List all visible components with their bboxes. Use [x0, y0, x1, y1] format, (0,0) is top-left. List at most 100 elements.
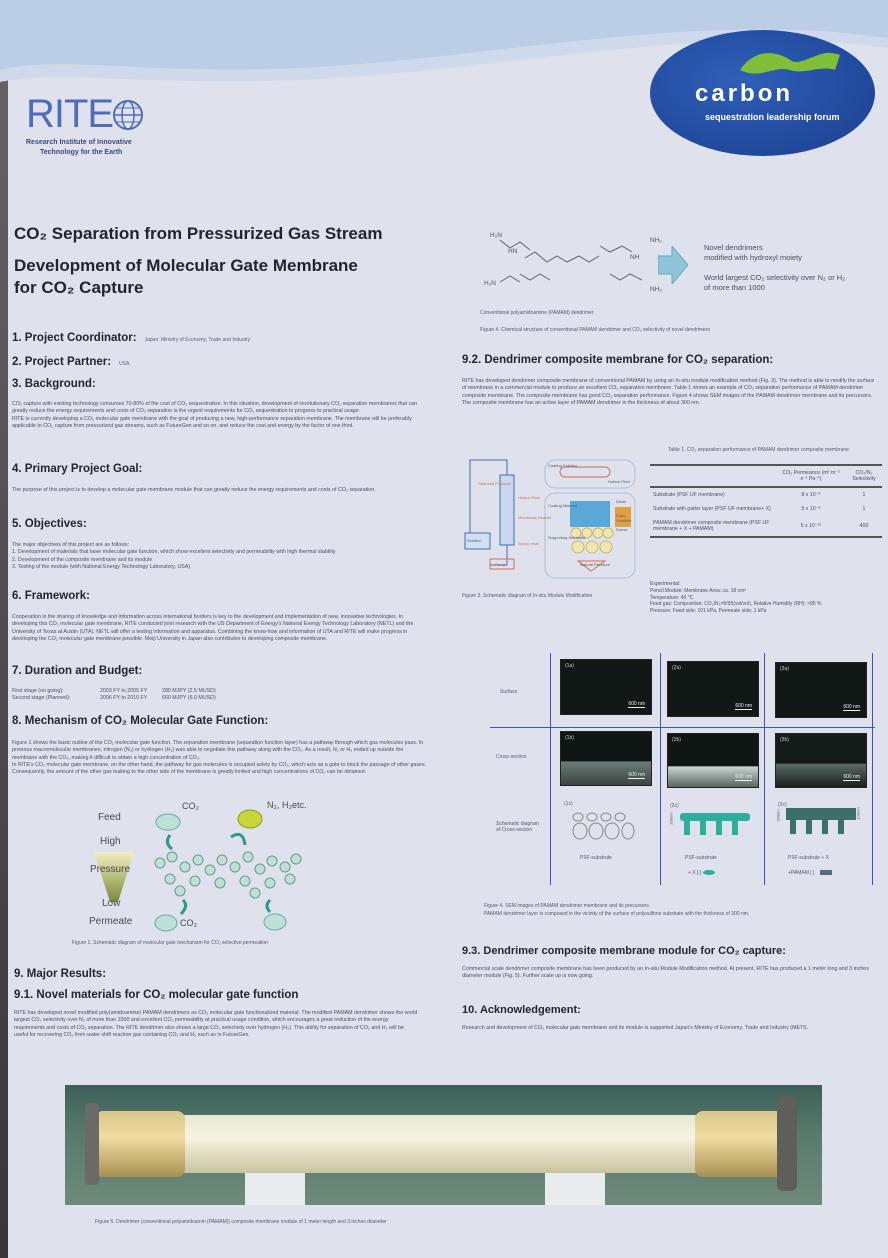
pressure-label: Pressure — [90, 864, 131, 875]
fig3-label: Dilute — [616, 499, 627, 504]
tube-end-cap — [95, 1111, 185, 1177]
section-heading: 9.3. Dendrimer composite membrane module… — [462, 945, 786, 957]
table-1: CO₂ Permeance (m³ m⁻² s⁻¹ Pa⁻¹)CO₂/N₂ Se… — [650, 464, 882, 538]
legend-x: + X [ ] — [688, 870, 702, 876]
table-row: PAMAM dendrimer composite membrane (PSF … — [650, 516, 882, 537]
panel-label: (1c) — [564, 801, 573, 807]
chem-label: NH — [630, 254, 640, 261]
section-heading: 2. Project Partner: — [12, 356, 112, 368]
panel-label: (3a) — [780, 666, 789, 672]
section-heading: 7. Duration and Budget: — [12, 665, 143, 677]
scale-bar: 600 nm — [628, 701, 645, 708]
membrane-tube — [95, 1115, 785, 1173]
section-heading: 9. Major Results: — [14, 968, 107, 980]
experimental-notes: Experimental: Pencil Module: Membrane Ar… — [650, 581, 821, 615]
globe-icon — [113, 99, 144, 130]
column-label: PSF-substrate — [685, 855, 717, 861]
framework-body: Cooperation in the sharing of knowledge … — [12, 614, 414, 642]
figure-4-caption-2: PAMAM dendrimer layer is composed in the… — [484, 911, 750, 917]
membrane-diagram — [154, 809, 302, 932]
figure-4-caption: Figure 4. SEM images of PAMAM dendrimer … — [484, 903, 651, 909]
stage: Second stage (Planned): — [12, 695, 71, 702]
world-line: of more than 1000 — [704, 283, 765, 292]
panel-label: (2a) — [672, 665, 681, 671]
chemical-structure-drawing — [499, 239, 643, 283]
acknowledgement-body: Research and development of CO₂ molecula… — [462, 1025, 808, 1031]
rite-logo-text: RITE — [26, 92, 114, 136]
sem-image-2b: (2b)600 nm — [667, 733, 759, 788]
note: Experimental: — [650, 581, 681, 587]
project-coordinator: 1. Project Coordinator:Japan: Ministry o… — [12, 332, 250, 344]
table-row: Substrate with gatter layer (PSF UF memb… — [650, 502, 882, 516]
mechanism-body: Figure 1 shows the basic outline of the … — [12, 740, 427, 776]
budget: 280 MJPY (2.5 MUSD) — [162, 688, 216, 694]
chem-label: HN — [508, 248, 518, 255]
figure-1-mechanism: Feed High Pressure Low Permeate CO₂ N₂, … — [80, 800, 320, 935]
title-line-1: CO₂ Separation from Pressurized Gas Stre… — [14, 224, 383, 243]
cslf-logo-main: carbon — [695, 80, 794, 107]
note: Pressure: Feed side; 101 kPa, Permeate s… — [650, 608, 767, 615]
stage: First stage (on going): — [12, 688, 64, 694]
dimension-label: 100nm — [855, 807, 861, 820]
novel-materials-body: RITE has developed novel modified poly(a… — [14, 1010, 418, 1038]
figure-3-caption: Figure 3. Schematic diagram of In-situ M… — [462, 593, 593, 599]
cell: 5 x 10⁻¹⁰ — [800, 523, 822, 529]
section-heading: 9.1. Novel materials for CO₂ molecular g… — [14, 989, 299, 1001]
row-label: Schematic diagram of Cross-section — [496, 821, 539, 833]
fig3-label: Conc. Gradient — [616, 513, 632, 523]
cslf-logo: carbon sequestration leadership forum — [650, 30, 875, 156]
scale-bar: 600 nm — [843, 704, 860, 711]
period: 2003 FY to 2005 FY — [100, 688, 148, 694]
schematic-psf-substrate — [572, 812, 635, 840]
figure-chem-caption: Figure 4. Chemical structure of conventi… — [480, 327, 710, 333]
sem-image-3b: (3b)600 nm — [775, 733, 867, 788]
coordinator-value: Japan: Ministry of Economy, Trade and In… — [144, 337, 251, 343]
table-1-caption: Table 1. CO₂ separation performance of P… — [668, 447, 849, 453]
dendrimer-body: RITE has developed dendrimer composite m… — [462, 378, 875, 406]
fig3-label: Reduced Pressure — [478, 481, 512, 486]
row-label: Surface — [500, 689, 518, 695]
column-header: CO₂/N₂ Selectivity — [852, 470, 876, 482]
co2-bottom-label: CO₂ — [180, 918, 197, 928]
world-line: World largest CO₂ selectivity over N₂ or… — [704, 273, 846, 282]
note: Feed gas: Composition: CO₂/N₂=5/95(vol/v… — [650, 601, 822, 608]
chem-label: NH₂ — [650, 286, 662, 293]
column-label: PSF-substrate — [580, 855, 612, 861]
sem-image-2a: (2a)600 nm — [667, 661, 759, 717]
permeate-label: Permeate — [89, 916, 133, 927]
fig3-label: Membrane Module — [518, 515, 552, 520]
budget-row: First stage (on going): 2003 FY to 2005 F… — [12, 688, 216, 695]
cell: 400 — [859, 523, 869, 529]
fig3-label: Natural Pressure — [580, 562, 611, 567]
panel-label: (1b) — [565, 735, 574, 741]
note: Pencil Module: Membrane Area: ca. 18 cm² — [650, 587, 746, 594]
legend-x-swatch — [703, 870, 715, 875]
section-heading: 4. Primary Project Goal: — [12, 463, 143, 475]
poster-edge — [0, 0, 8, 1258]
section-heading: 8. Mechanism of CO₂ Molecular Gate Funct… — [12, 715, 269, 727]
dimension-label: 300nm — [775, 809, 781, 822]
pamam-structure: H₂N HN NH NH₂ H₂N NH₂ — [480, 228, 680, 298]
panel-label: (3c) — [778, 802, 787, 808]
table-header-row: CO₂ Permeance (m³ m⁻² s⁻¹ Pa⁻¹)CO₂/N₂ Se… — [650, 465, 882, 487]
fig3-label: Pump — [495, 562, 506, 567]
flange — [777, 1095, 797, 1191]
fig3-label: Coating Material — [548, 503, 578, 508]
sem-image-3a: (3a) 600 nm — [775, 662, 867, 718]
section-heading: 3. Background: — [12, 378, 96, 390]
column-label: PSF-substrate + X — [788, 855, 829, 861]
panel-label: (1a) — [565, 663, 574, 669]
scale-bar: 600 nm — [628, 772, 645, 779]
world-map-icon — [740, 52, 840, 74]
rite-subtitle-2: Technology for the Earth — [40, 149, 123, 156]
figure-5-caption: Figure 5. Dendrimer (conventional polyam… — [95, 1219, 387, 1225]
figure-5-module-photo — [65, 1085, 822, 1205]
tube-end-cap — [695, 1111, 785, 1177]
header-wave — [0, 0, 888, 82]
fig3-label: Hollow Fiber — [608, 479, 631, 484]
section-heading: 9.2. Dendrimer composite membrane for CO… — [462, 354, 774, 366]
fig3-label: Epoxy resin — [518, 541, 539, 546]
cell: Substrate with gatter layer (PSF UF memb… — [653, 506, 771, 512]
section-heading: 5. Objectives: — [12, 518, 87, 530]
